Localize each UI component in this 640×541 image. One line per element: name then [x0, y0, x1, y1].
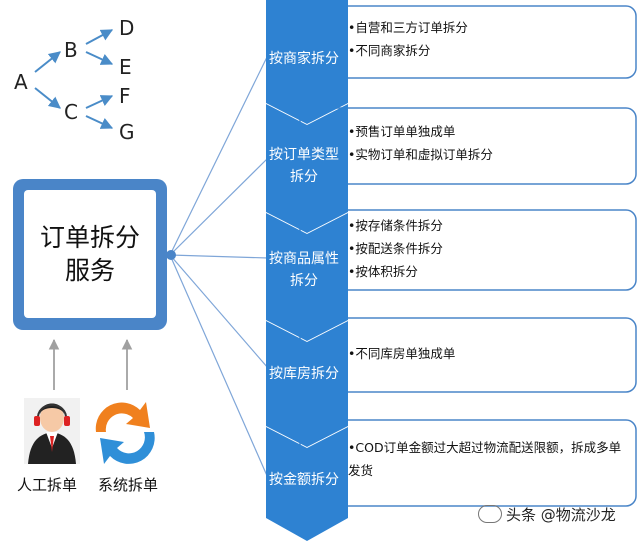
edge-a-b — [34, 51, 61, 73]
rule-items-5: •COD订单金额过大超过物流配送限额，拆成多单发货 — [348, 436, 630, 482]
tree-node-e: E — [119, 55, 132, 79]
rule-title-1: 按商家拆分 — [265, 48, 343, 70]
rule-title-5: 按金额拆分 — [265, 469, 343, 491]
tree-node-a: A — [14, 70, 28, 94]
tree-node-b: B — [64, 38, 78, 62]
rule-chevron-5 — [266, 427, 348, 541]
tree-edges — [34, 29, 114, 129]
watermark: 头条 @物流沙龙 — [478, 504, 616, 525]
connector-4 — [169, 254, 269, 369]
rule-chevron-3 — [266, 213, 348, 341]
edge-c-g — [85, 115, 114, 129]
rule-chevron-4 — [266, 321, 348, 447]
connector-hub — [166, 250, 176, 260]
rule-title-1-line1: 按商家拆分 — [269, 51, 339, 67]
tree-node-c: C — [64, 100, 78, 124]
rule-title-3-line1: 按商品属性 — [269, 251, 339, 267]
rule-items-4: •不同库房单独成单 — [348, 342, 636, 365]
rule-4-item-1: •不同库房单独成单 — [348, 346, 456, 361]
edge-b-e — [85, 51, 114, 65]
operator-arrows — [48, 338, 133, 390]
rule-cards — [299, 5, 637, 507]
rule-chevrons — [266, 0, 348, 541]
rule-2-item-2: •实物订单和虚拟订单拆分 — [348, 147, 493, 162]
rule-chevron-2 — [266, 104, 348, 233]
service-title-line1: 订单拆分 — [39, 223, 140, 252]
rule-1-item-2: •不同商家拆分 — [348, 43, 431, 58]
connector-lines — [169, 54, 269, 479]
edge-a-c — [34, 87, 61, 109]
rule-items-1: •自营和三方订单拆分 •不同商家拆分 — [348, 16, 636, 62]
connector-2 — [169, 157, 269, 256]
rule-chevron-1 — [266, 0, 348, 124]
rule-title-4: 按库房拆分 — [265, 363, 343, 385]
edge-b-d — [85, 29, 114, 45]
rule-items-3: •按存储条件拆分 •按配送条件拆分 •按体积拆分 — [348, 214, 636, 283]
connector-1 — [169, 54, 269, 256]
rule-3-item-2: •按配送条件拆分 — [348, 241, 443, 256]
rule-title-2-line2: 拆分 — [290, 169, 318, 185]
rule-title-4-line1: 按库房拆分 — [269, 366, 339, 382]
rule-title-2: 按订单类型 拆分 — [265, 144, 343, 188]
watermark-text: 头条 @物流沙龙 — [506, 506, 616, 524]
rule-1-item-1: •自营和三方订单拆分 — [348, 20, 468, 35]
rule-title-5-line1: 按金额拆分 — [269, 472, 339, 488]
rule-3-item-3: •按体积拆分 — [348, 264, 418, 279]
sync-arrows-icon — [95, 402, 155, 464]
system-split-label: 系统拆单 — [98, 476, 159, 494]
rule-title-3-line2: 拆分 — [290, 273, 318, 289]
rule-title-3: 按商品属性 拆分 — [265, 248, 343, 292]
service-box: 订单拆分 服务 — [24, 190, 156, 318]
rule-title-2-line1: 按订单类型 — [269, 147, 339, 163]
tree-node-f: F — [119, 84, 131, 108]
connector-5 — [169, 254, 269, 479]
edge-c-f — [85, 95, 114, 109]
customer-service-person-icon — [24, 398, 80, 464]
wechat-logo-icon — [478, 505, 502, 523]
rule-5-item-1: •COD订单金额过大超过物流配送限额，拆成多单发货 — [348, 440, 622, 478]
tree-node-g: G — [119, 120, 135, 144]
rule-2-item-1: •预售订单单独成单 — [348, 124, 456, 139]
rule-items-2: •预售订单单独成单 •实物订单和虚拟订单拆分 — [348, 120, 636, 166]
manual-split-label: 人工拆单 — [17, 476, 78, 494]
connector-3 — [169, 254, 269, 259]
rule-3-item-1: •按存储条件拆分 — [348, 218, 443, 233]
tree-node-d: D — [119, 16, 135, 40]
service-title-line2: 服务 — [64, 256, 115, 285]
